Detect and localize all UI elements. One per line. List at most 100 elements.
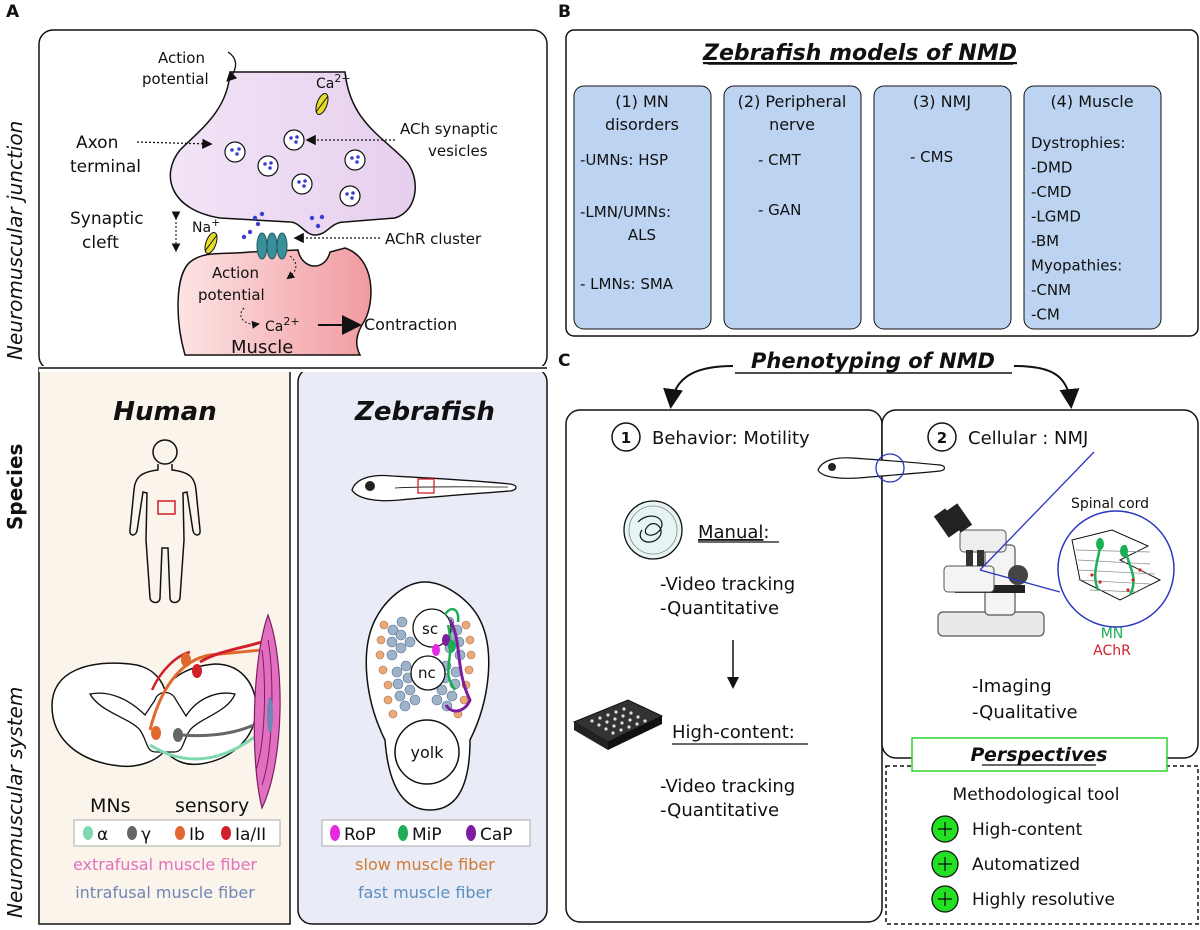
perspective-item-label: Highly resolutive [972,890,1115,910]
nmj-action-potential-bottom-2: potential [198,286,265,304]
achr-label: AChR [1093,643,1131,659]
model-muscle-line: -CMD [1031,183,1071,201]
model-muscle-line: -BM [1031,232,1059,250]
nmj-action-potential-top-2: potential [142,70,209,88]
human-intrafusal-label: intrafusal muscle fiber [75,883,255,902]
achr-cluster [256,232,288,260]
side-label-species: Species [3,444,27,530]
zebrafish-sc-label: sc [422,620,438,638]
zebrafish-legend-label: MiP [412,825,442,845]
model-nmj-line: - CMS [910,148,953,166]
nmj-ca-bottom: Ca2+ [265,315,300,335]
human-legend-label: Ia/II [235,825,266,845]
zebrafish-legend-box [321,819,531,847]
zebrafish-legend-label: CaP [480,825,513,845]
model-muscle-line: Myopathies: [1031,257,1122,275]
zebrafish-legend-dot [466,825,476,841]
nmj-ca-top: Ca2+ [316,72,351,92]
behavior-number-badge [611,422,641,452]
human-muscle-spindle [253,613,281,810]
high-content-label: High-content: [672,722,795,743]
cellular-number-badge [927,422,957,452]
model-nerve-title-1: (2) Peripheral [738,92,847,111]
ca-channel-icon [315,93,329,115]
model-mn-line: ALS [628,226,656,244]
behavior-box [565,409,883,923]
model-nerve-line: - GAN [758,201,801,219]
manual-line: -Video tracking [660,574,795,595]
nmj-action-potential-bottom-1: Action [212,264,259,282]
human-legend-dot [127,826,137,840]
model-muscle-line: -CM [1031,306,1060,324]
zebrafish-larva-icon [351,474,517,502]
manual-line: -Quantitative [660,598,779,619]
model-mn-title-1: (1) MN [615,92,669,111]
nmj-muscle-label: Muscle [231,337,293,358]
behavior-number: 1 [621,429,631,447]
panel-letter-a: A [6,2,20,22]
perspectives-subtitle: Methodological tool [953,785,1120,805]
zebrafish-yolk-label: yolk [411,743,445,762]
phenotyping-title: Phenotyping of NMD [751,349,995,373]
muscle-shape [177,247,372,356]
behavior-title: Behavior: Motility [652,428,810,449]
human-legend-dot [83,826,93,840]
panel-letter-b: B [558,2,571,22]
spinal-cord-detail [1071,529,1162,601]
model-muscle-line: -DMD [1031,159,1072,177]
model-mn-line: -LMN/UMNs: [580,203,671,221]
side-label-nms: Neuromuscular system [3,687,27,918]
human-mns-label: MNs [90,795,131,817]
zebrafish-legend-label: RoP [344,825,376,845]
model-muscle-line: Dystrophies: [1031,134,1125,152]
zebrafish-cross-section [365,581,490,811]
multiwell-plate-icon [572,699,664,750]
cellular-line: -Imaging [972,676,1052,697]
nmj-na: Na+ [192,216,220,236]
nmj-synaptic-1: Synaptic [70,209,144,229]
model-mn-line: - LMNs: SMA [580,275,674,293]
human-legend-dot [221,826,231,840]
nmj-contraction-label: Contraction [364,315,457,334]
human-legend-label: γ [141,825,151,845]
model-box-muscle [1023,85,1162,330]
human-body-icon [129,439,201,604]
zebrafish-fast-label: fast muscle fiber [358,883,492,902]
nmj-ach-2: vesicles [428,142,488,160]
panel-letter-c: C [558,351,570,371]
human-legend-dot [175,826,185,840]
na-channel-icon [204,232,218,254]
model-box-nmj [873,85,1012,330]
cellular-title: Cellular : NMJ [968,428,1088,449]
model-nmj-title-1: (3) NMJ [913,92,971,111]
human-legend-label: Ib [189,825,205,845]
human-title: Human [113,397,216,427]
cellular-number: 2 [937,429,947,447]
side-label-nmj: Neuromuscular junction [3,121,27,360]
zebrafish-slow-label: slow muscle fiber [355,855,495,874]
human-legend-label: α [97,825,108,845]
human-extrafusal-label: extrafusal muscle fiber [73,855,257,874]
mn-label: MN [1101,626,1124,642]
model-muscle-title-1: (4) Muscle [1050,92,1133,111]
nmj-action-potential-top-1: Action [158,49,205,67]
model-muscle-line: -LGMD [1031,208,1081,226]
human-spinal-cord-highlight [157,500,176,515]
spinal-cord-label: Spinal cord [1071,496,1149,512]
nmj-synaptic-2: cleft [82,233,119,253]
nmj-achr-cluster-label: AChR cluster [385,230,482,248]
model-box-mn [573,85,712,330]
ach-vesicles [224,129,366,240]
petri-dish-icon [623,500,683,560]
nmj-axon-2: terminal [70,157,141,177]
models-title: Zebrafish models of NMD [702,41,1017,66]
manual-label: Manual: [698,522,770,543]
perspectives-title: Perspectives [971,744,1108,766]
cellular-line: -Qualitative [972,702,1078,723]
perspective-item-label: Automatized [972,855,1080,875]
model-muscle-line: -CNM [1031,281,1071,299]
zebrafish-nc-label: nc [418,664,436,682]
perspective-item-label: High-content [972,820,1083,840]
zebrafish-larva-icon-2 [817,453,946,483]
